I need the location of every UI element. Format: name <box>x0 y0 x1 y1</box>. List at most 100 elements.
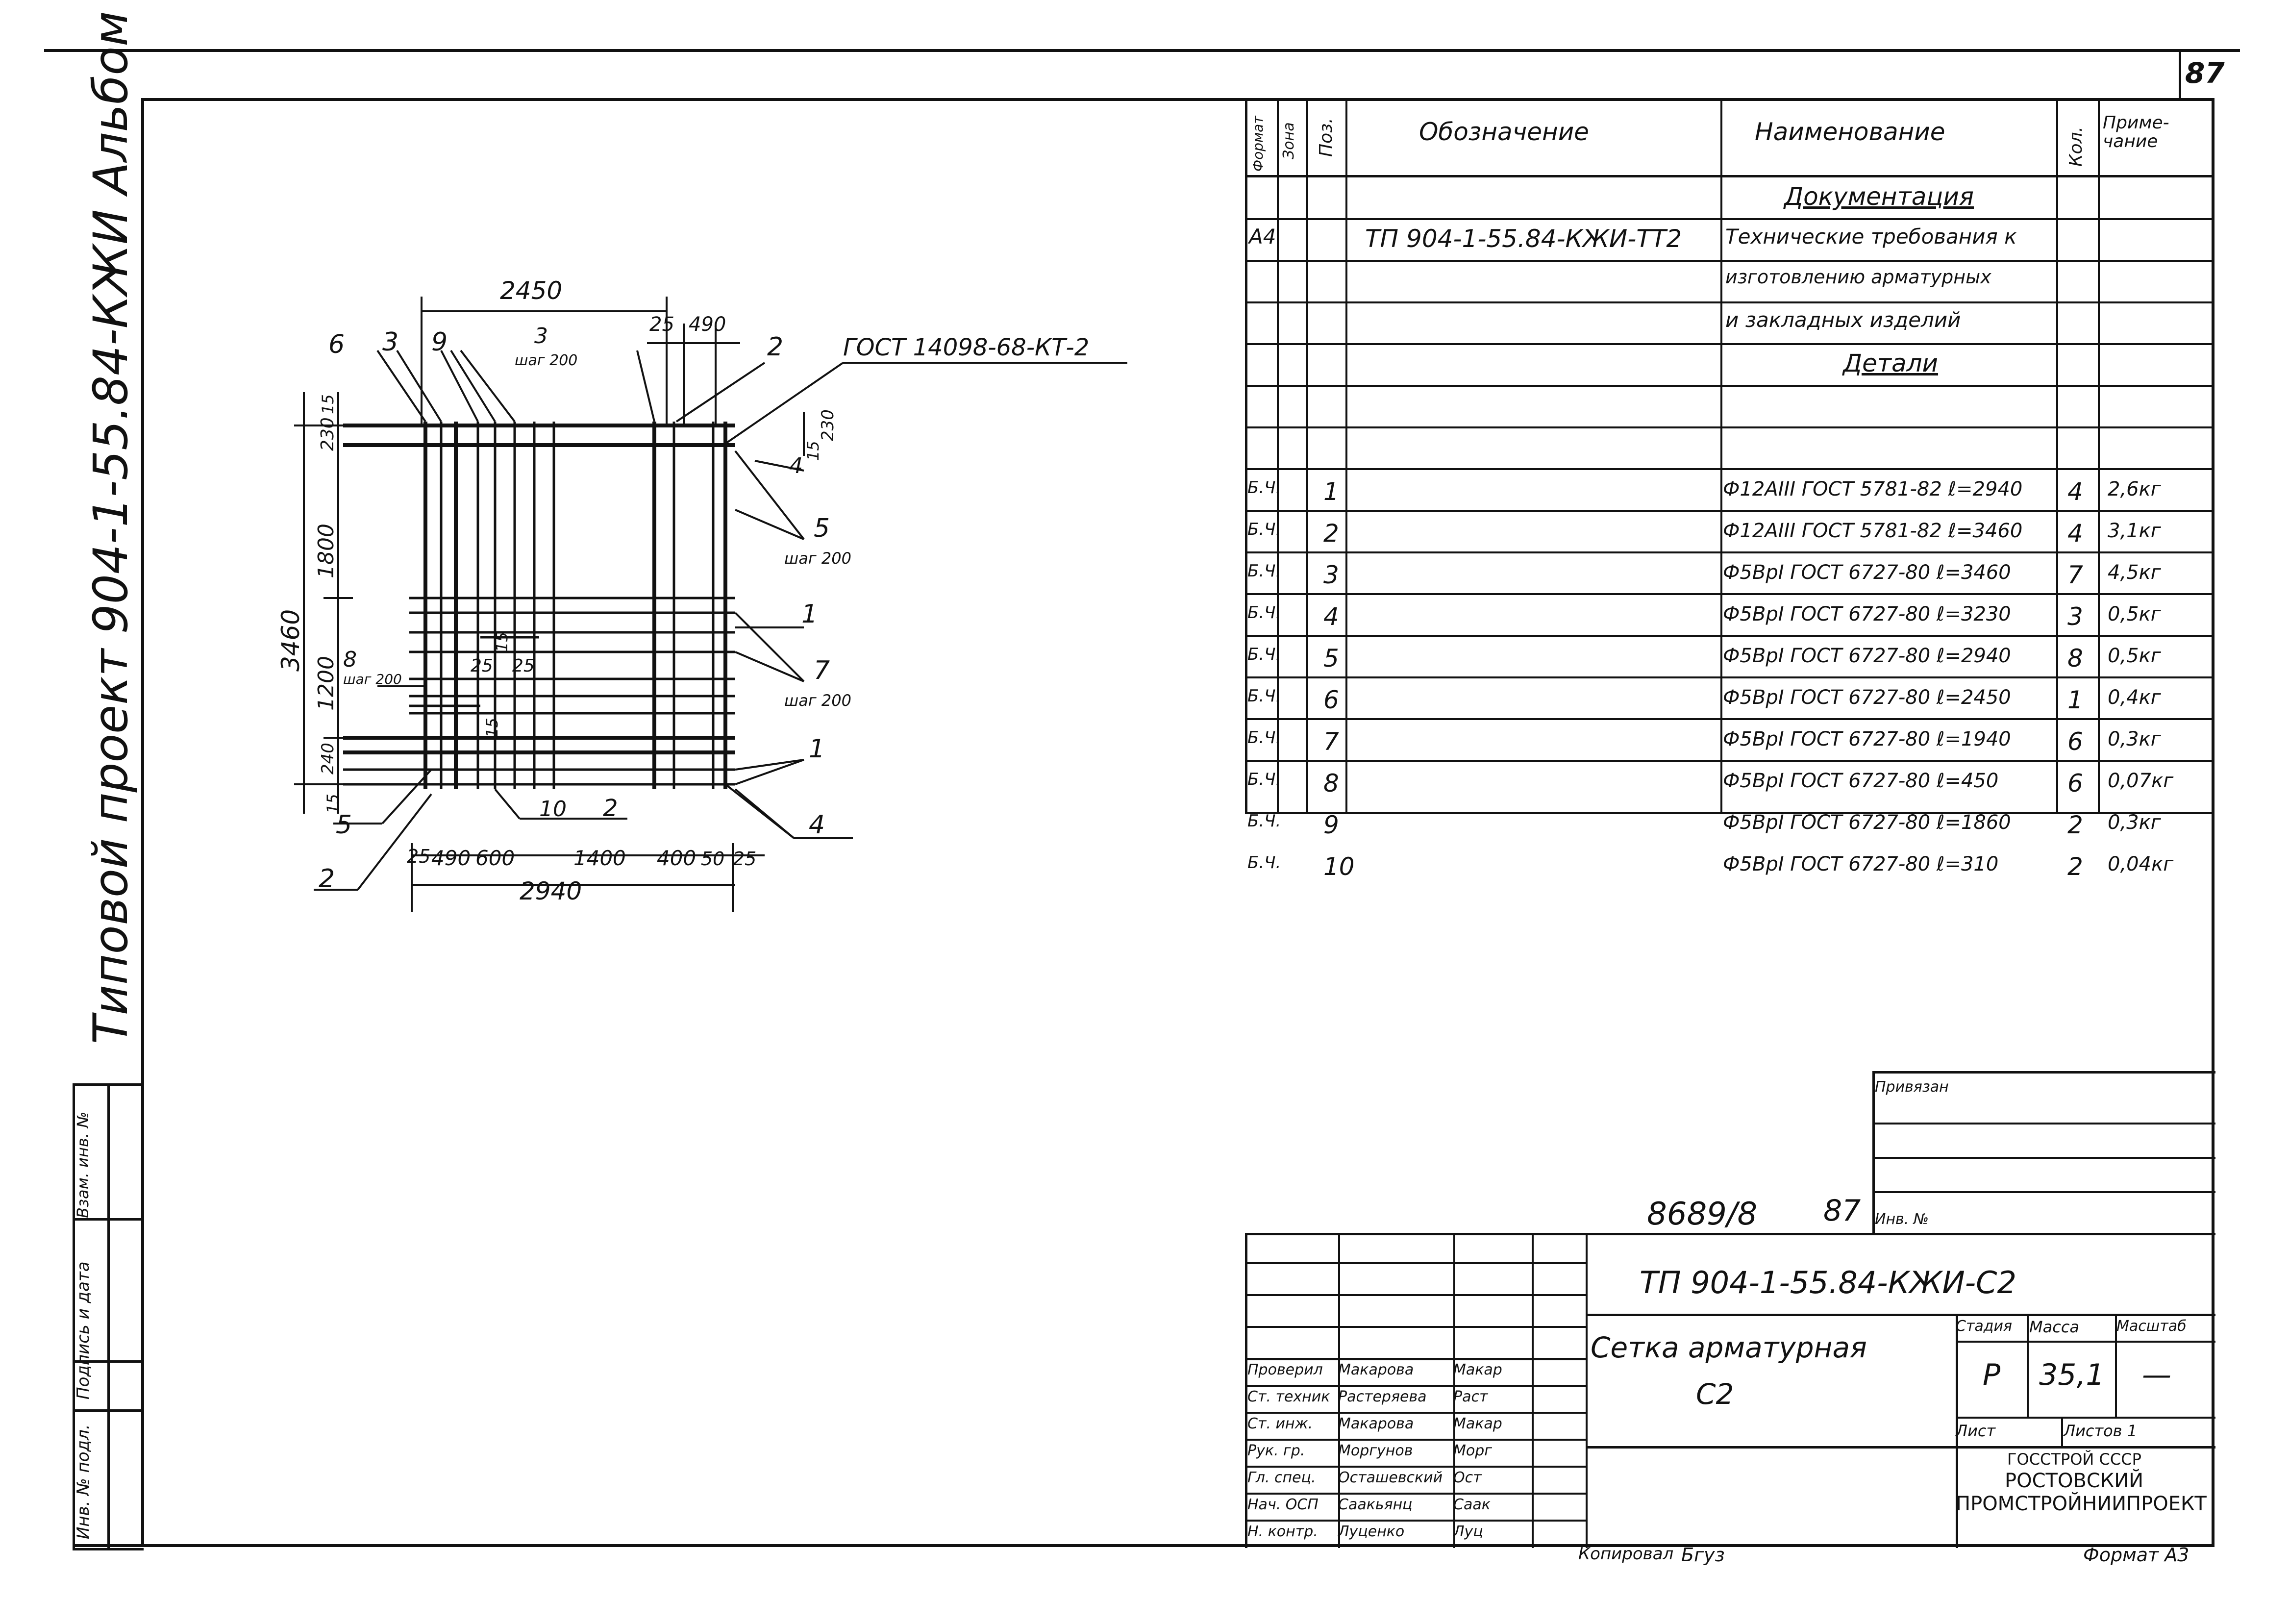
row-qty: 6 <box>2067 727 2083 756</box>
row-format: Б.Ч. <box>1247 770 1281 789</box>
row-name: Ф5ВрI ГОСТ 6727-80 ℓ=2940 <box>1723 645 2011 667</box>
row-format: Б.Ч. <box>1247 603 1281 623</box>
row-name: Ф5ВрI ГОСТ 6727-80 ℓ=310 <box>1723 853 1999 875</box>
callout-1-right: 1 <box>801 600 818 629</box>
callout-5-right: 5 <box>814 514 830 543</box>
frame-top <box>142 98 2213 101</box>
signer-name: Макарова <box>1338 1361 1414 1378</box>
dim-left-15-top: 15 <box>319 394 337 414</box>
signer-signature: Макар <box>1453 1361 1502 1378</box>
frame-left <box>141 98 144 1547</box>
row-name: Ф12АIII ГОСТ 5781-82 ℓ=2940 <box>1723 478 2023 500</box>
row-name: Ф5ВрI ГОСТ 6727-80 ℓ=2450 <box>1723 686 2011 709</box>
callout-2-bottom: 2 <box>319 864 335 894</box>
row-note: 0,07кг <box>2108 770 2174 792</box>
callout-6: 6 <box>328 330 345 359</box>
row-name: Ф12АIII ГОСТ 5781-82 ℓ=3460 <box>1723 520 2023 542</box>
row-note: 0,3кг <box>2108 811 2161 834</box>
dim-top-490: 490 <box>689 313 726 336</box>
row-pos: 7 <box>1323 727 1339 756</box>
inner-dim-25a: 25 <box>471 656 493 676</box>
signer-role: Нач. ОСП <box>1247 1496 1319 1513</box>
row-pos: 5 <box>1323 644 1339 673</box>
dim-bottom-50: 50 <box>701 848 724 870</box>
row-note: 0,5кг <box>2108 603 2161 625</box>
dim-bottom-1400: 1400 <box>573 846 626 870</box>
dim-bottom-25: 25 <box>407 846 430 867</box>
top-border-line <box>44 49 2240 52</box>
tb-stage-label: Стадия <box>1956 1318 2013 1335</box>
callout-9: 9 <box>431 327 448 357</box>
row-qty: 1 <box>2067 686 2083 714</box>
step-label-5: шаг 200 <box>784 549 851 568</box>
signer-role: Ст. техник <box>1247 1388 1330 1405</box>
row-qty: 4 <box>2067 477 2083 506</box>
dim-left-15-bot: 15 <box>323 794 342 814</box>
callout-7-right: 7 <box>814 656 830 685</box>
row-format: Б.Ч. <box>1247 561 1281 581</box>
sheet-number: 87 <box>2185 56 2225 90</box>
section-parts: Детали <box>1843 349 1939 377</box>
callout-10: 10 <box>539 797 567 822</box>
doc-format: А4 <box>1249 225 1276 249</box>
header-note: Приме-чание <box>2103 113 2169 151</box>
dim-bottom-600: 600 <box>475 846 515 870</box>
row-qty: 8 <box>2067 644 2083 673</box>
header-format: Формат <box>1250 116 1266 172</box>
doc-name-line1: Технические требования к <box>1725 225 2017 249</box>
row-note: 4,5кг <box>2108 561 2161 584</box>
section-docs: Документация <box>1784 182 1974 211</box>
callout-8: 8 <box>343 647 357 672</box>
mesh-drawing: 2450 25 490 6 3 9 3 шаг 200 2 ГОСТ 14098… <box>276 276 1127 912</box>
tb-stage-value: Р <box>1983 1358 2001 1392</box>
tb-scale-label: Масштаб <box>2116 1318 2187 1335</box>
dim-left-240: 240 <box>318 743 338 775</box>
row-qty: 7 <box>2067 561 2083 589</box>
row-qty: 2 <box>2067 852 2083 881</box>
step-label-8: шаг 200 <box>343 671 402 687</box>
sheet-number-box <box>2179 51 2215 98</box>
row-note: 0,3кг <box>2108 728 2161 750</box>
row-format: Б.Ч. <box>1247 728 1281 748</box>
dim-bottom-total: 2940 <box>520 877 582 905</box>
row-format: Б.Ч. <box>1247 811 1281 831</box>
format-label: Формат А3 <box>2083 1544 2189 1566</box>
row-pos: 8 <box>1323 769 1339 798</box>
signer-name: Макарова <box>1338 1415 1414 1432</box>
row-qty: 6 <box>2067 769 2083 798</box>
row-pos: 4 <box>1323 602 1339 631</box>
dim-left-1800: 1800 <box>314 524 339 578</box>
step-label-top: шаг 200 <box>515 352 577 369</box>
tb-sheets-label: Листов 1 <box>2064 1422 2138 1440</box>
tb-title-line2: С2 <box>1696 1377 1734 1411</box>
row-name: Ф5ВрI ГОСТ 6727-80 ℓ=3230 <box>1723 603 2011 625</box>
frame-right <box>2212 98 2214 1547</box>
callout-5-low: 5 <box>336 810 352 840</box>
gost-callout: ГОСТ 14098-68-КТ-2 <box>843 334 1089 361</box>
dim-right-15: 15 <box>804 441 822 461</box>
row-name: Ф5ВрI ГОСТ 6727-80 ℓ=3460 <box>1723 561 2011 584</box>
header-name: Наименование <box>1755 118 1945 146</box>
copied-label: Копировал <box>1578 1544 1674 1564</box>
row-pos: 9 <box>1323 811 1339 839</box>
row-format: Б.Ч. <box>1247 686 1281 706</box>
row-qty: 3 <box>2067 602 2083 631</box>
row-format: Б.Ч. <box>1247 520 1281 539</box>
row-pos: 3 <box>1323 561 1339 589</box>
header-designation: Обозначение <box>1419 118 1589 146</box>
row-note: 0,4кг <box>2108 686 2161 709</box>
row-note: 0,5кг <box>2108 645 2161 667</box>
signer-role: Ст. инж. <box>1247 1415 1313 1432</box>
callout-3a: 3 <box>382 327 398 357</box>
tb-mass-value: 35,1 <box>2039 1358 2105 1392</box>
attached-label: Привязан <box>1875 1078 1949 1096</box>
side-stamp <box>73 1083 144 1550</box>
row-format: Б.Ч. <box>1247 478 1281 498</box>
inner-dim-25b: 25 <box>512 656 535 676</box>
row-name: Ф5ВрI ГОСТ 6727-80 ℓ=450 <box>1723 770 1999 792</box>
row-format: Б.Ч. <box>1247 645 1281 664</box>
step-label-7: шаг 200 <box>784 691 851 710</box>
dim-left-230: 230 <box>318 417 338 451</box>
dim-bottom-400: 400 <box>657 846 696 870</box>
frame-bottom <box>74 1544 2214 1547</box>
